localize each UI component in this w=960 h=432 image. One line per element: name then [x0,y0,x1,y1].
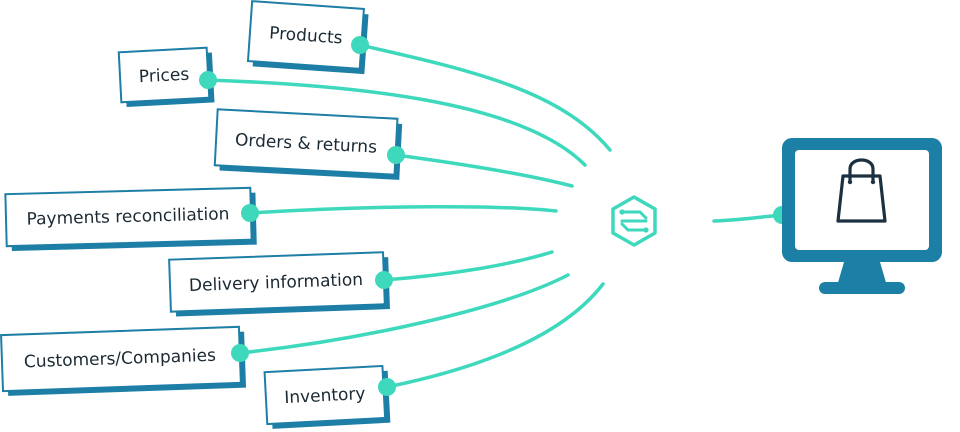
source-box-payments: Payments reconciliation [4,186,257,252]
dot-inventory [378,378,396,396]
source-box-products: Products [246,0,369,75]
source-label-inventory: Inventory [284,384,366,408]
connector-products [358,43,612,152]
shopping-bag-monitor-icon [782,138,942,294]
dot-prices [199,71,217,89]
connector-target [712,213,784,223]
source-box-inventory: Inventory [263,364,391,429]
source-box-prices: Prices [117,46,215,107]
dot-delivery [375,271,393,289]
connector-prices [206,78,587,167]
shopping-bag-icon [836,158,887,223]
source-box-delivery: Delivery information [168,251,390,317]
dot-products [351,36,369,54]
connector-payments [248,204,558,215]
connector-orders [394,153,574,188]
source-box-orders: Orders & returns [213,108,403,180]
connector-inventory [385,282,605,389]
dot-customers [231,344,249,362]
dot-orders [387,146,405,164]
connector-delivery [382,250,554,282]
dot-payments [241,204,259,222]
source-box-customers: Customers/Companies [0,325,247,396]
connector-dots [199,36,791,396]
connector-lines [206,43,784,389]
source-label-prices: Prices [138,65,189,88]
connector-customers [238,273,570,355]
integration-hub-icon [611,195,657,247]
